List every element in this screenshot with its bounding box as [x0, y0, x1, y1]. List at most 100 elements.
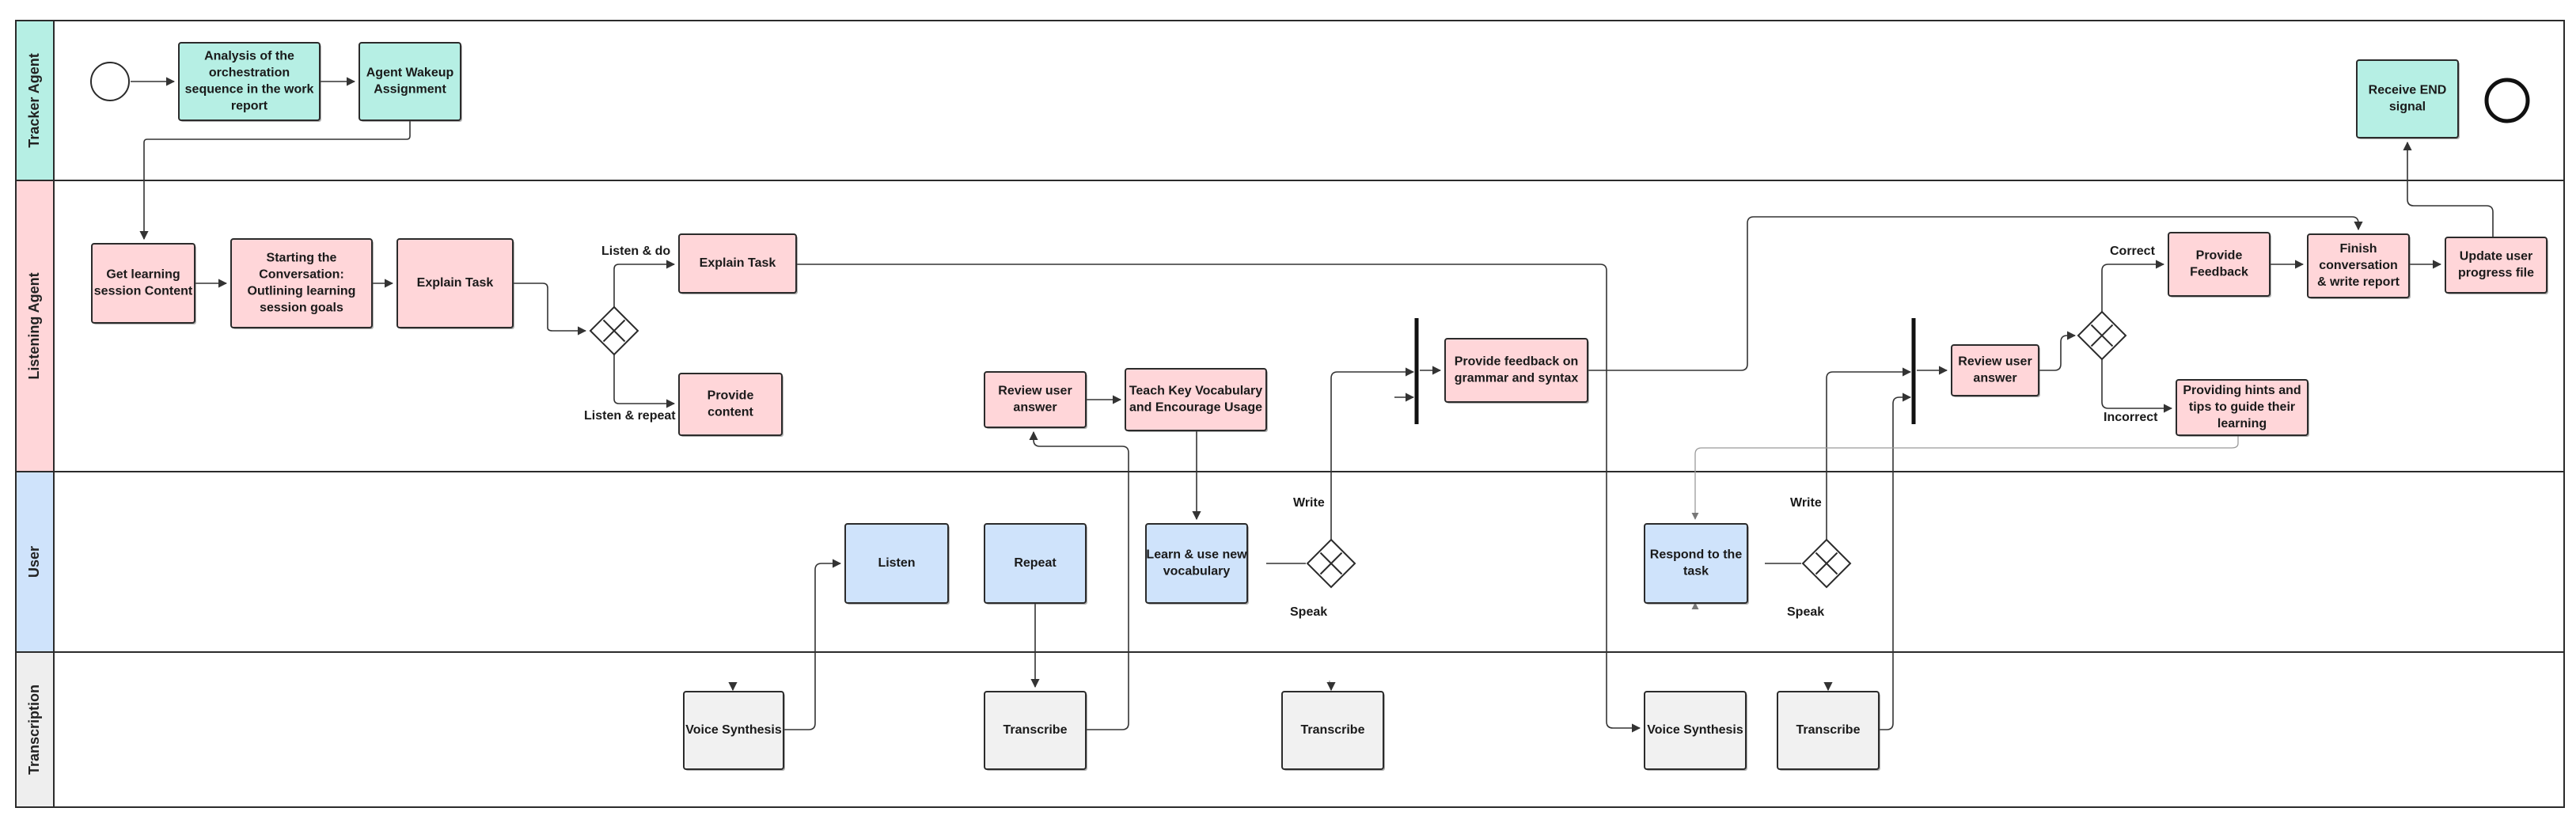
task-label-line: answer [1013, 401, 1057, 415]
gateway-g-listen-split[interactable] [589, 305, 639, 356]
task-s-transcribe1[interactable]: Transcribe [984, 691, 1087, 771]
task-box[interactable] [2176, 379, 2309, 436]
task-box[interactable] [678, 233, 797, 294]
task-box[interactable] [230, 238, 373, 328]
edge-label-correct: Correct [2110, 245, 2156, 258]
task-label-line: Assignment [374, 83, 446, 97]
task-label-line: Finish [2339, 242, 2377, 256]
task-box[interactable] [1644, 523, 1748, 604]
task-label: Transcribe [1003, 723, 1068, 737]
task-label-line: Review user [998, 385, 1072, 398]
task-box[interactable] [1777, 691, 1880, 770]
task-box[interactable] [683, 691, 784, 770]
task-box[interactable] [1444, 338, 1588, 403]
start-event-icon[interactable] [90, 62, 130, 101]
task-label-line: Feedback [2190, 266, 2248, 279]
gateway-g-write-speak1[interactable] [1306, 538, 1356, 589]
task-label: Explain Task [700, 256, 776, 270]
task-label: Explain Task [417, 276, 494, 290]
task-s-voice2[interactable]: Voice Synthesis [1644, 691, 1747, 771]
task-box[interactable] [1145, 523, 1248, 604]
task-box[interactable] [2168, 232, 2271, 297]
task-s-voice1[interactable]: Voice Synthesis [683, 691, 785, 771]
task-label-line: orchestration [209, 66, 290, 80]
task-label-line: learning [2217, 417, 2267, 430]
task-label-line: vocabulary [1163, 565, 1231, 578]
parallel-join-bar[interactable] [1911, 318, 1916, 424]
task-box[interactable] [2307, 233, 2410, 298]
task-box[interactable] [396, 238, 514, 328]
task-box[interactable] [1125, 368, 1267, 431]
task-l-provide-content[interactable]: Provide content [678, 373, 783, 437]
task-l-explain1[interactable]: Explain Task [396, 238, 514, 329]
task-box[interactable] [844, 523, 949, 604]
parallel-join-bar[interactable] [1414, 318, 1419, 424]
gateway-x-icon [602, 319, 626, 343]
task-box[interactable] [359, 42, 461, 121]
task-box[interactable] [984, 691, 1087, 770]
task-box[interactable] [678, 373, 783, 436]
task-s-transcribe2[interactable]: Transcribe [1281, 691, 1385, 771]
lane-header [15, 471, 55, 653]
task-label-line: Transcribe [1796, 723, 1861, 737]
task-box[interactable] [178, 42, 321, 121]
task-label-line: content [708, 406, 753, 419]
task-label-line: Providing hints and [2183, 384, 2301, 397]
lane-body [53, 471, 2565, 653]
task-label-line: Provide [2196, 249, 2243, 263]
task-label-line: Get learning [106, 268, 180, 282]
task-box[interactable] [2356, 59, 2459, 138]
edge-label-write2: Write [1790, 496, 1822, 510]
end-event-icon[interactable] [2484, 78, 2530, 123]
task-box[interactable] [1281, 691, 1384, 770]
task-label-line: Provide [708, 389, 754, 403]
task-u-repeat[interactable]: Repeat [984, 523, 1087, 605]
task-label-line: Analysis of the [204, 50, 294, 63]
connector [2101, 260, 2165, 312]
task-s-transcribe3[interactable]: Transcribe [1777, 691, 1880, 771]
task-box[interactable] [984, 371, 1087, 428]
task-label-line: grammar and syntax [1455, 372, 1579, 385]
connector [513, 283, 587, 336]
gateway-g-correct[interactable] [2077, 310, 2127, 361]
task-box[interactable] [91, 243, 195, 324]
connector [783, 559, 842, 730]
connector [1330, 367, 1415, 540]
task-l-review1[interactable]: Review user answer [984, 371, 1087, 429]
task-box[interactable] [1644, 691, 1747, 770]
lane-header [15, 20, 55, 181]
lane-label: User [26, 546, 42, 578]
lane-header [15, 180, 55, 472]
task-box[interactable] [2445, 237, 2548, 294]
task-box[interactable] [984, 523, 1087, 604]
task-u-listen[interactable]: Listen [844, 523, 950, 605]
lane-user: User [15, 471, 2565, 653]
task-label-line: Voice Synthesis [1647, 723, 1743, 737]
connectors [131, 77, 2494, 733]
task-box[interactable] [1951, 344, 2039, 396]
task-label: Listen [878, 556, 915, 570]
gateway-g-write-speak2[interactable] [1801, 538, 1852, 589]
task-l-explain2[interactable]: Explain Task [678, 233, 798, 294]
